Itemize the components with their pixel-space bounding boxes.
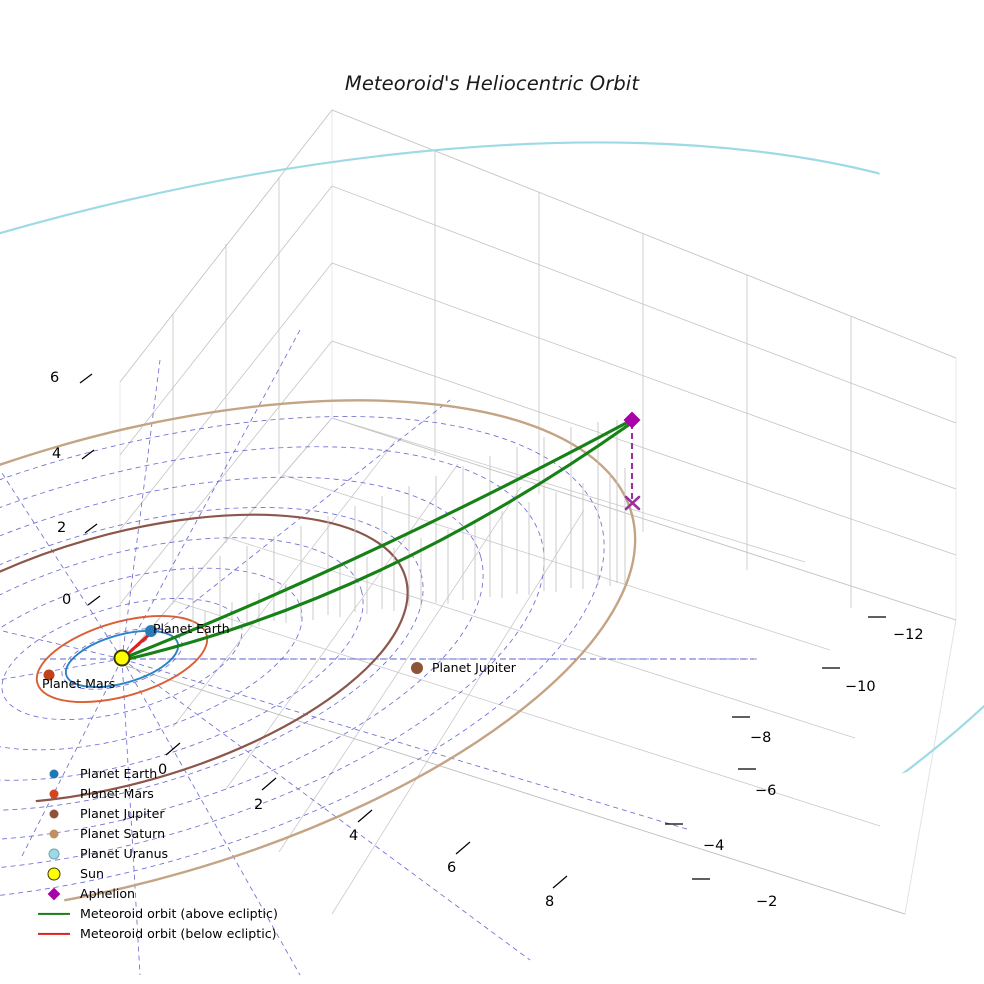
legend-item-orbit-above-ecliptic[interactable]: Meteoroid orbit (above ecliptic)	[36, 904, 286, 924]
axis-tick-x-1: 2	[254, 797, 264, 813]
legend-item-planet-jupiter[interactable]: Planet Jupiter	[36, 804, 286, 824]
planet-earth-label: Planet Earth	[153, 621, 230, 636]
axis-tick-y-3: −8	[750, 730, 772, 746]
legend-label-planet-jupiter: Planet Jupiter	[80, 806, 165, 821]
axis-tick-y-4: −10	[845, 679, 876, 695]
axis-tick-y-2: −6	[755, 783, 777, 799]
planet-jupiter-label: Planet Jupiter	[432, 660, 516, 675]
legend-marker-aphelion	[36, 884, 80, 904]
axis-tick-z-3: 0	[62, 592, 72, 608]
legend-label-planet-saturn: Planet Saturn	[80, 826, 166, 841]
legend-label-orbit-above-ecliptic: Meteoroid orbit (above ecliptic)	[80, 906, 278, 921]
legend-marker-planet-saturn	[36, 824, 80, 844]
legend-item-planet-saturn[interactable]: Planet Saturn	[36, 824, 286, 844]
planet-markers[interactable]	[43, 625, 424, 681]
legend-label-planet-mars: Planet Mars	[80, 786, 154, 801]
axis-tick-x-0: 0	[158, 762, 168, 778]
saturn-orbit	[0, 399, 637, 919]
legend-marker-planet-uranus	[36, 844, 80, 864]
planet-earth-marker	[145, 625, 157, 637]
page-title: Meteoroid's Heliocentric Orbit	[344, 72, 640, 95]
axis-tick-x-4: 8	[545, 894, 555, 910]
wall-left-grid	[119, 109, 333, 665]
axis-tick-z-1: 4	[52, 446, 62, 462]
aphelion-marker[interactable]	[623, 411, 641, 429]
axis-tick-y-0: −2	[756, 894, 778, 910]
legend-item-sun[interactable]: Sun	[36, 864, 286, 884]
legend-marker-orbit-above-ecliptic	[36, 904, 80, 924]
floor-grid	[119, 417, 906, 915]
planet-mars-label: Planet Mars	[42, 676, 116, 691]
legend-marker-sun	[36, 864, 80, 884]
axis-tick-z-2: 2	[57, 520, 67, 536]
legend-label-orbit-below-ecliptic: Meteoroid orbit (below ecliptic)	[80, 926, 277, 941]
planet-mars-marker	[43, 669, 55, 681]
legend-label-sun: Sun	[80, 866, 104, 881]
axis-tick-y-5: −12	[893, 627, 924, 643]
legend-item-aphelion[interactable]: Aphelion	[36, 884, 286, 904]
meteoroid-orbit-above-ecliptic	[122, 420, 632, 662]
meteoroid-leg-inbound	[122, 422, 632, 662]
mars-orbit	[35, 614, 209, 704]
wall-right-grid	[331, 109, 957, 621]
legend-label-planet-uranus: Planet Uranus	[80, 846, 169, 861]
axis-tick-x-3: 6	[447, 860, 457, 876]
aphelion-projection-x-icon	[624, 495, 641, 511]
legend: Planet Earth Planet Mars Planet Jupiter …	[36, 764, 286, 944]
legend-marker-planet-earth	[36, 764, 80, 784]
legend-marker-planet-jupiter	[36, 804, 80, 824]
planet-jupiter-marker	[411, 662, 423, 674]
legend-marker-orbit-below-ecliptic	[36, 924, 80, 944]
legend-item-orbit-below-ecliptic[interactable]: Meteoroid orbit (below ecliptic)	[36, 924, 286, 944]
meteoroid-leg-outbound	[122, 420, 630, 660]
legend-label-planet-earth: Planet Earth	[80, 766, 158, 781]
legend-item-planet-mars[interactable]: Planet Mars	[36, 784, 286, 804]
legend-marker-planet-mars	[36, 784, 80, 804]
legend-item-planet-uranus[interactable]: Planet Uranus	[36, 844, 286, 864]
axis-tick-marks	[79, 373, 886, 889]
axis-tick-x-2: 4	[349, 828, 359, 844]
sun-marker[interactable]	[113, 649, 131, 667]
axis-tick-y-1: −4	[703, 838, 725, 854]
earth-orbit	[64, 629, 180, 689]
axis-tick-z-0: 6	[50, 370, 60, 386]
legend-item-planet-earth[interactable]: Planet Earth	[36, 764, 286, 784]
jupiter-orbit	[0, 513, 409, 805]
legend-label-aphelion: Aphelion	[80, 886, 136, 901]
